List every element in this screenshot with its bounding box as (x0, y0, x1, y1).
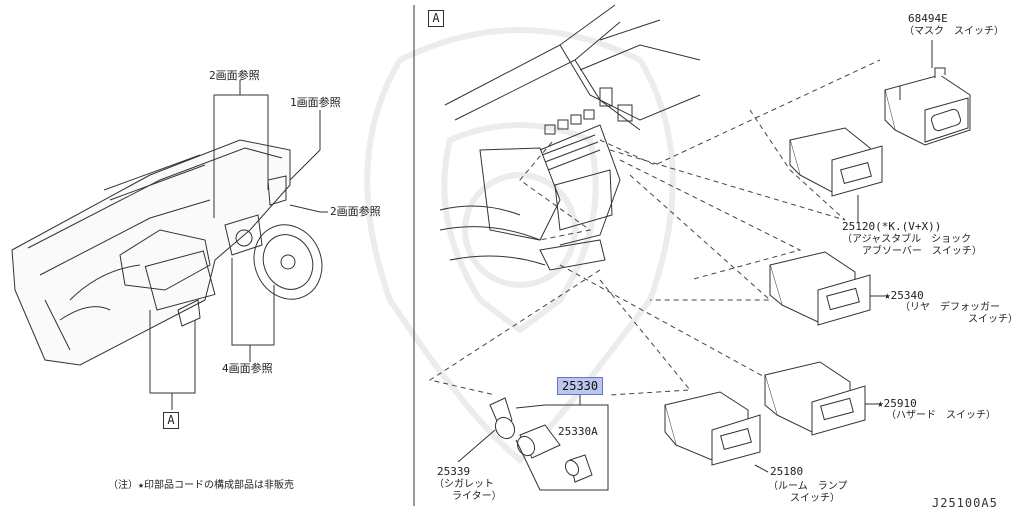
part-desc-25180-line1: （ルーム ランプ (768, 481, 848, 492)
part-desc-25180-line2: スイッチ） (790, 493, 840, 504)
cigarette-lighter-drawing (489, 397, 593, 483)
part-number-25120: 25120(*K.(V+X)) (842, 220, 942, 233)
part-desc-68494e: （マスク スイッチ） (904, 26, 1004, 37)
part-number-68494e: 68494E (908, 12, 948, 25)
left-leader-lines (149, 80, 328, 410)
mask-switch-drawing (884, 67, 971, 146)
part-number-25180: 25180 (770, 465, 804, 478)
part-desc-25910: （ハザード スイッチ） (886, 410, 996, 421)
part-number-25330-highlighted[interactable]: 25330 (557, 377, 604, 395)
section-a-box-right: A (428, 10, 444, 27)
watermark-crest (364, 27, 676, 465)
adjustable-shock-switch-drawing (789, 127, 883, 197)
part-desc-25340-line1: （リヤ デフォッガー (900, 302, 1000, 313)
part-number-25340: ★25340 (884, 289, 924, 302)
part-desc-25120-line2: アブソーバー スイッチ） (862, 246, 982, 257)
part-desc-25120-line1: （アジャスタブル ショック (842, 234, 972, 245)
dashboard-drawing (11, 139, 323, 366)
part-number-25339: 25339 (437, 465, 471, 478)
diagram-code: J25100A5 (932, 496, 998, 510)
footnote: （注）★印部品コードの構成部品は非販売 (108, 480, 295, 491)
section-a-box-left: A (163, 412, 179, 429)
part-desc-25339-line1: （シガレット (434, 479, 494, 490)
ref-label-top-right: 1画面参照 (290, 96, 341, 109)
rear-defogger-switch-drawing (769, 251, 871, 326)
room-lamp-switch-drawing (664, 391, 761, 466)
ref-label-top-left: 2画面参照 (209, 69, 260, 82)
ref-label-right: 2画面参照 (330, 205, 381, 218)
dashed-leaders (428, 59, 881, 396)
hazard-switch-drawing (764, 361, 866, 436)
console-drawing (439, 4, 701, 271)
part-desc-25339-line2: ライター） (452, 491, 502, 502)
ref-label-bottom: 4画面参照 (222, 362, 273, 375)
part-number-25910: ★25910 (877, 397, 917, 410)
part-number-25330a: 25330A (558, 425, 598, 438)
part-desc-25340-line2: スイッチ） (968, 314, 1018, 325)
